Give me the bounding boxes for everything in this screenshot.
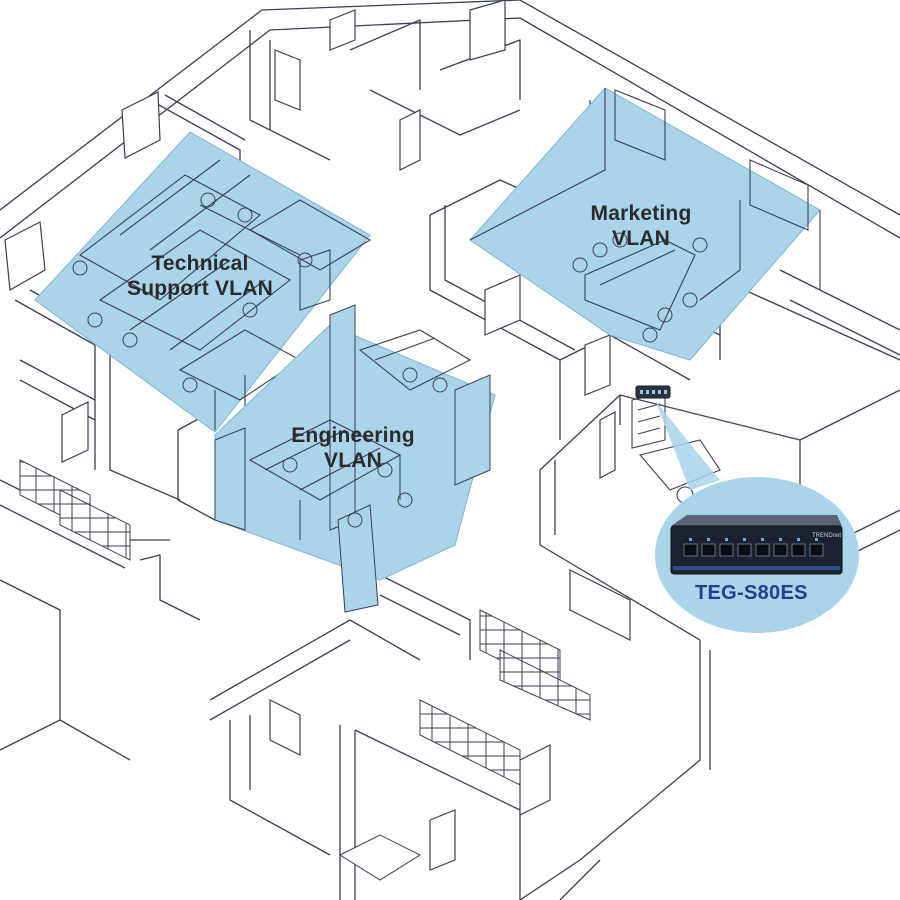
port-led [797, 538, 800, 541]
switch-port [683, 543, 698, 557]
marketing-vlan-label: Marketing VLAN [566, 201, 716, 251]
switch-port [719, 543, 734, 557]
port-led [815, 538, 818, 541]
engineering-line1: Engineering [291, 424, 415, 447]
port-led [689, 538, 692, 541]
marketing-line2: VLAN [612, 227, 670, 250]
port-led [743, 538, 746, 541]
rack-switch-icon [635, 385, 671, 399]
engineering-vlan-label: Engineering VLAN [268, 423, 438, 473]
technical-support-zone [34, 131, 372, 433]
storage-shelves [19, 459, 591, 881]
technical-support-line1: Technical [151, 252, 249, 275]
port-led [779, 538, 782, 541]
switch-highlight-bubble [655, 400, 720, 490]
engineering-line2: VLAN [324, 449, 382, 472]
engineering-zone [214, 304, 496, 613]
technical-support-vlan-label: Technical Support VLAN [100, 251, 300, 301]
marketing-line1: Marketing [590, 202, 692, 225]
device-model-label: TEG-S80ES [695, 582, 808, 604]
port-led [725, 538, 728, 541]
switch-port [773, 543, 788, 557]
network-switch-device [670, 515, 843, 575]
switch-port [701, 543, 716, 557]
technical-support-line2: Support VLAN [127, 277, 273, 300]
marketing-zone [469, 87, 821, 361]
device-brand-mark: TRENDnet [812, 533, 842, 539]
switch-port [809, 543, 824, 557]
switch-port [737, 543, 752, 557]
port-led [707, 538, 710, 541]
switch-port [791, 543, 806, 557]
port-led [761, 538, 764, 541]
switch-port [755, 543, 770, 557]
